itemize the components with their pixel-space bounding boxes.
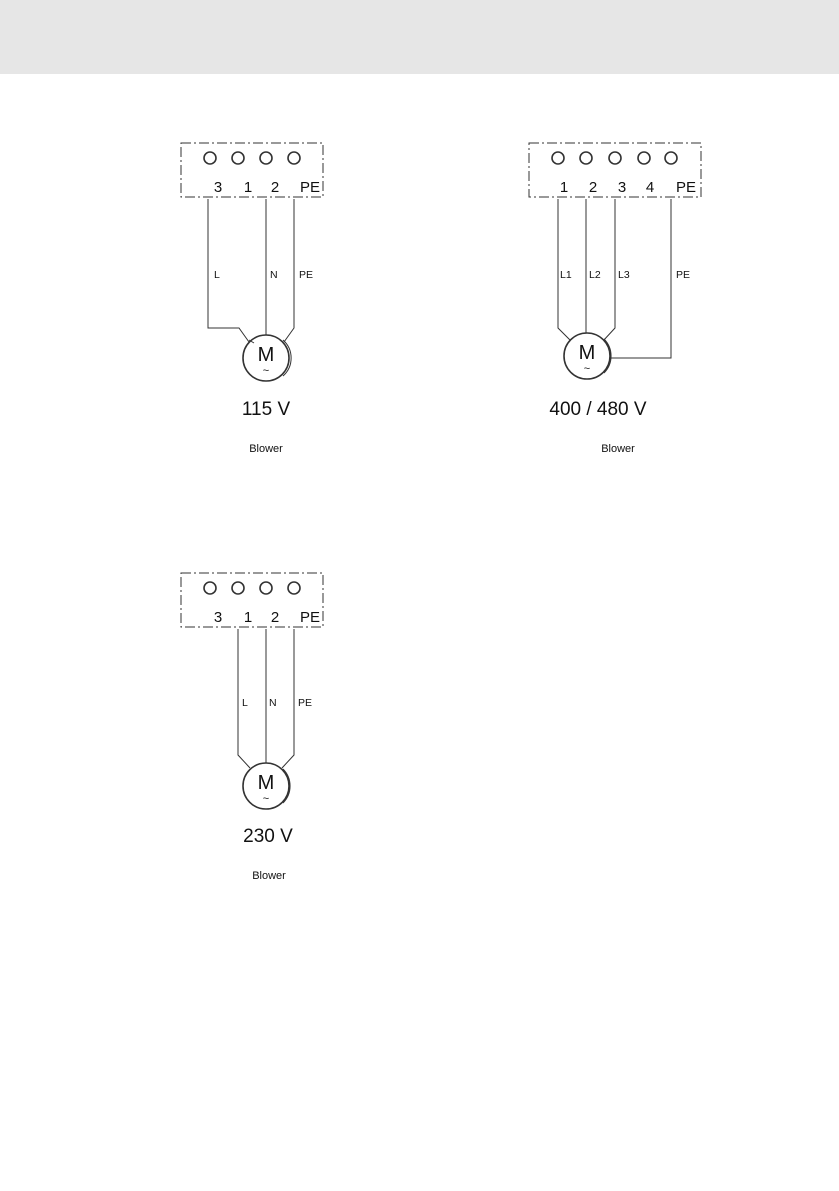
terminal-label: 2 (271, 179, 279, 196)
terminal-label: 4 (646, 179, 654, 196)
terminal-screw (288, 152, 300, 164)
terminal-screw (260, 152, 272, 164)
motor-letter: M (258, 772, 275, 794)
wire-pe (282, 629, 294, 768)
wiring-diagram-400-480v: 1 2 3 4 PE L1 L2 L3 PE M ~ 400 / 480 V B… (515, 135, 725, 470)
terminal-screw (638, 152, 650, 164)
terminal-label: 2 (271, 609, 279, 626)
terminal-screw (204, 152, 216, 164)
wire-label: N (270, 269, 278, 281)
wire-pe (284, 199, 294, 342)
motor-ac-symbol: ~ (263, 793, 269, 805)
terminal-label: 1 (560, 179, 568, 196)
terminal-screw (260, 582, 272, 594)
motor-ac-symbol: ~ (584, 363, 590, 375)
terminal-label: 3 (618, 179, 626, 196)
wire-label: PE (298, 697, 312, 709)
wire-l3 (603, 199, 615, 341)
terminal-screw (580, 152, 592, 164)
terminal-screw (665, 152, 677, 164)
wiring-diagram-115v: 3 1 2 PE L N PE M ~ 115 V Blower (170, 135, 370, 470)
terminal-label: PE (676, 179, 696, 196)
terminal-label: 1 (244, 179, 252, 196)
motor-letter: M (579, 342, 596, 364)
terminal-screw (288, 582, 300, 594)
terminal-label: 2 (589, 179, 597, 196)
terminal-label: 1 (244, 609, 252, 626)
motor-letter: M (258, 344, 275, 366)
voltage-label: 230 V (243, 826, 293, 847)
terminal-screw (232, 582, 244, 594)
wire-label: L (242, 697, 248, 709)
terminal-label: PE (300, 609, 320, 626)
diagram-caption: Blower (252, 870, 286, 882)
motor-ac-symbol: ~ (263, 365, 269, 377)
terminal-screw (204, 582, 216, 594)
wire-label: L2 (589, 269, 601, 281)
voltage-label: 400 / 480 V (549, 399, 647, 420)
terminal-screw (609, 152, 621, 164)
wire-label: PE (299, 269, 313, 281)
diagram-caption: Blower (249, 443, 283, 455)
terminal-label: 3 (214, 179, 222, 196)
terminal-label: PE (300, 179, 320, 196)
wire-label: N (269, 697, 277, 709)
header-band (0, 0, 839, 74)
wire-label: L (214, 269, 220, 281)
wire-label: PE (676, 269, 690, 281)
wire-label: L3 (618, 269, 630, 281)
wiring-diagram-230v: 3 1 2 PE L N PE M ~ 230 V Blower (170, 565, 370, 900)
diagram-caption: Blower (601, 443, 635, 455)
terminal-screw (232, 152, 244, 164)
terminal-screw (552, 152, 564, 164)
terminal-label: 3 (214, 609, 222, 626)
wire-label: L1 (560, 269, 572, 281)
voltage-label: 115 V (242, 399, 291, 420)
